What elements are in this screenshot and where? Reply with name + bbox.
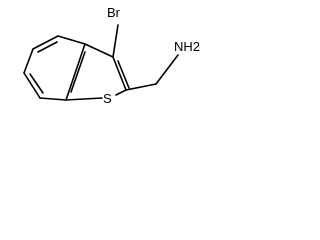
amine-label: NH2: [174, 39, 200, 54]
benzothiophene-structure: Br S NH2: [23, 5, 200, 106]
bond-c2-s1: [115, 89, 127, 96]
bond-c4-c5: [32, 35, 59, 50]
bond-c3-br: [112, 24, 119, 58]
bond-c6-c7-inner: [29, 73, 44, 94]
bond-c5-c6: [23, 48, 34, 74]
bond-c3-c2: [112, 56, 127, 91]
bond-c4-c5-inner: [37, 41, 58, 53]
bromine-label: Br: [107, 5, 121, 20]
bond-c7a-c3a: [65, 43, 86, 101]
bond-c3a-c4: [57, 35, 86, 45]
bond-c6-c7: [23, 72, 41, 99]
bond-c2-ch2: [125, 83, 157, 91]
sulfur-label: S: [103, 91, 112, 106]
structure-canvas: Br S NH2: [0, 0, 218, 122]
bond-c3-c2-inner: [117, 60, 130, 89]
bond-ch2-n: [155, 54, 179, 85]
bond-c7-c7a: [39, 97, 67, 101]
bond-s1-c7a: [65, 97, 103, 101]
bond-c3a-c3: [84, 43, 114, 58]
bond-c7a-c3a-inner: [70, 51, 86, 93]
